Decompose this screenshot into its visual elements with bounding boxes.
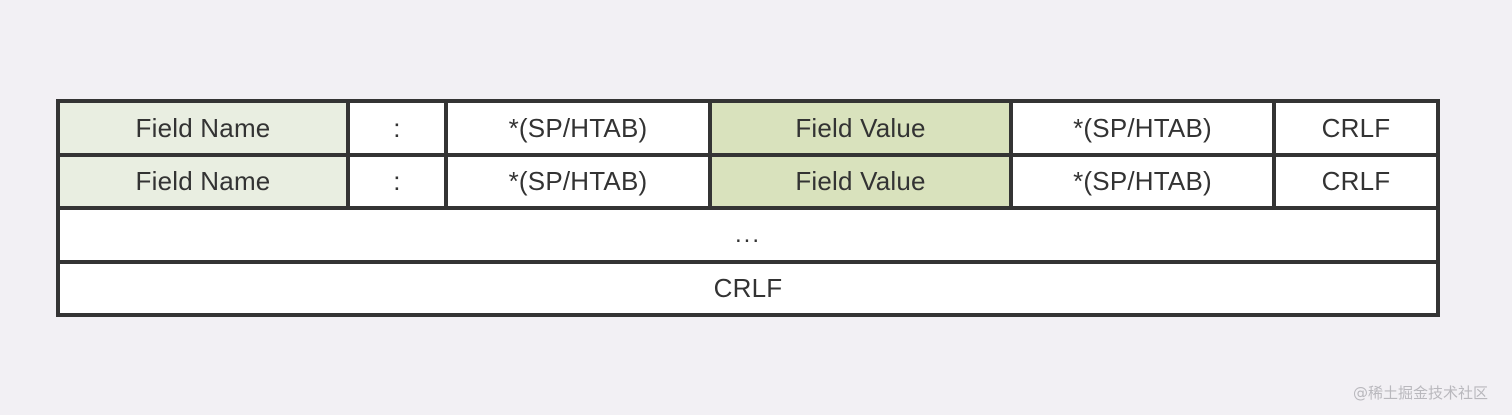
http-header-syntax-diagram: Field Name : *(SP/HTAB) Field Value *(SP… bbox=[56, 99, 1440, 317]
diagram-row-continuation: ... bbox=[60, 206, 1436, 260]
cell-field-name: Field Name bbox=[60, 156, 346, 206]
cell-sp-htab-post: *(SP/HTAB) bbox=[1013, 156, 1272, 206]
diagram-row-header-field-1: Field Name : *(SP/HTAB) Field Value *(SP… bbox=[60, 103, 1436, 153]
cell-ellipsis: ... bbox=[60, 210, 1436, 260]
diagram-row-terminator: CRLF bbox=[60, 259, 1436, 313]
cell-sp-htab-pre: *(SP/HTAB) bbox=[448, 103, 708, 153]
diagram-row-header-field-2: Field Name : *(SP/HTAB) Field Value *(SP… bbox=[60, 152, 1436, 206]
cell-sp-htab-pre: *(SP/HTAB) bbox=[448, 156, 708, 206]
cell-crlf: CRLF bbox=[1276, 156, 1436, 206]
cell-field-value: Field Value bbox=[712, 156, 1009, 206]
cell-colon: : bbox=[350, 103, 444, 153]
cell-terminating-crlf: CRLF bbox=[60, 263, 1436, 313]
cell-field-name: Field Name bbox=[60, 103, 346, 153]
cell-crlf: CRLF bbox=[1276, 103, 1436, 153]
cell-field-value: Field Value bbox=[712, 103, 1009, 153]
watermark-text: @稀土掘金技术社区 bbox=[1352, 384, 1488, 402]
cell-colon: : bbox=[350, 156, 444, 206]
cell-sp-htab-post: *(SP/HTAB) bbox=[1013, 103, 1272, 153]
